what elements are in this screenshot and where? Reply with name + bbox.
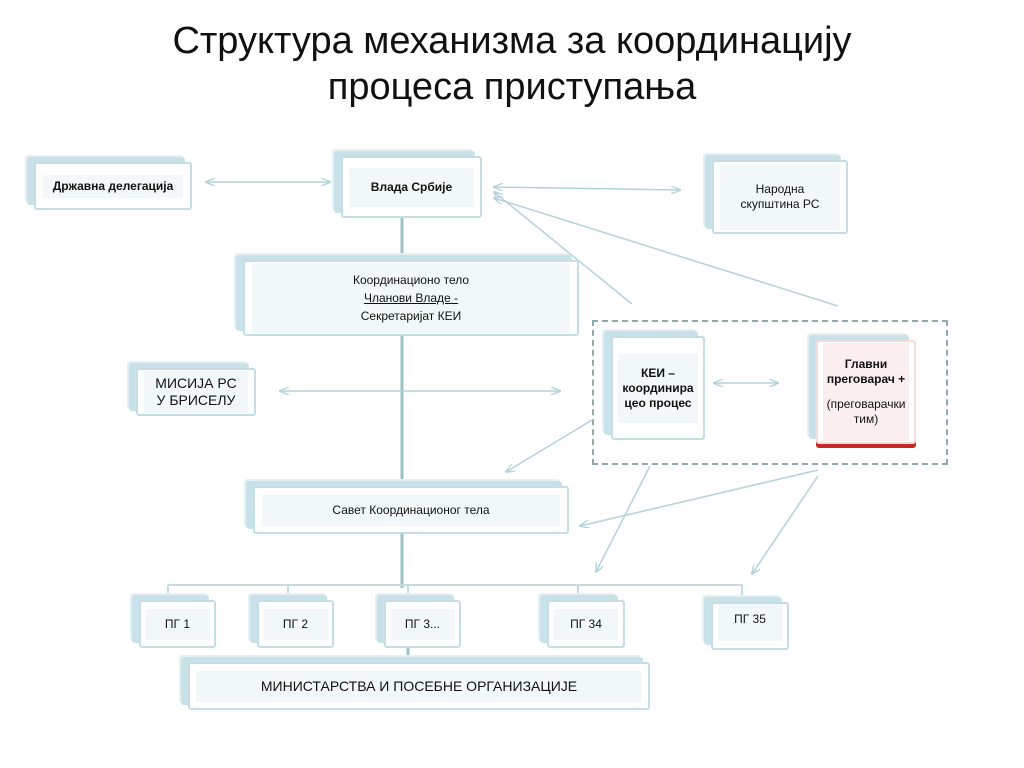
node-state-delegation-label: Државна делегација	[43, 174, 183, 198]
arrow-negotiator-to-council	[580, 469, 819, 526]
coord-body-line-2: Чланови Владе -	[363, 291, 459, 305]
node-kei: КЕИ – координира цео процес	[611, 336, 705, 440]
node-pg35-label: ПГ 35	[718, 604, 782, 641]
node-parliament-label: Народна скупштина РС	[720, 164, 840, 230]
kei-negotiator-group-frame	[592, 320, 948, 465]
node-council: Савет Координационог тела	[253, 486, 569, 534]
arrow-kei-to-pg34	[596, 465, 651, 572]
node-ministries-label: МИНИСТАРСТВА И ПОСЕБНЕ ОРГАНИЗАЦИЈЕ	[196, 670, 642, 702]
title-line-2: процеса приступања	[327, 66, 697, 108]
negotiator-line-1: Главни преговарач +	[826, 357, 906, 386]
node-mission-brussels: МИСИЈА РС У БРИСЕЛУ	[136, 368, 256, 416]
page-title: Структура механизма за координацију проц…	[0, 18, 1024, 110]
node-pg2-label: ПГ 2	[263, 608, 328, 640]
node-government: Влада Србије	[341, 156, 482, 218]
node-pg3: ПГ 3...	[384, 600, 461, 648]
arrow-negotiator-to-government	[494, 198, 839, 307]
node-kei-label: КЕИ – координира цео процес	[618, 353, 698, 423]
coord-body-line-3: Секретаријат КЕИ	[360, 309, 462, 323]
negotiator-line-2: (преговарачки тим)	[826, 397, 906, 426]
coord-body-line-1: Координационо тело	[352, 273, 470, 287]
node-mission-label: МИСИЈА РС У БРИСЕЛУ	[144, 371, 248, 413]
node-chief-negotiator: Главни преговарач + (преговарачки тим)	[816, 340, 916, 444]
node-coordination-body: Координационо тело Чланови Владе - Секре…	[243, 260, 579, 336]
title-line-1: Структура механизма за координацију	[172, 20, 852, 62]
arrow-kei-to-government	[494, 192, 633, 305]
node-ministries: МИНИСТАРСТВА И ПОСЕБНЕ ОРГАНИЗАЦИЈЕ	[188, 662, 650, 710]
node-pg1: ПГ 1	[139, 600, 216, 648]
node-pg34: ПГ 34	[547, 600, 625, 648]
node-government-label: Влада Србије	[349, 167, 474, 207]
node-pg2: ПГ 2	[257, 600, 334, 648]
arrow-kei-to-council	[506, 419, 593, 472]
node-pg34-label: ПГ 34	[554, 608, 618, 640]
node-state-delegation: Државна делегација	[34, 162, 192, 210]
node-parliament: Народна скупштина РС	[712, 160, 848, 234]
node-pg35: ПГ 35	[711, 602, 789, 650]
node-pg3-label: ПГ 3...	[390, 608, 455, 640]
node-pg1-label: ПГ 1	[145, 608, 210, 640]
arrow-government-parliament	[494, 187, 680, 190]
arrow-negotiator-to-pg35	[752, 475, 819, 574]
node-council-label: Савет Координационог тела	[262, 494, 560, 526]
